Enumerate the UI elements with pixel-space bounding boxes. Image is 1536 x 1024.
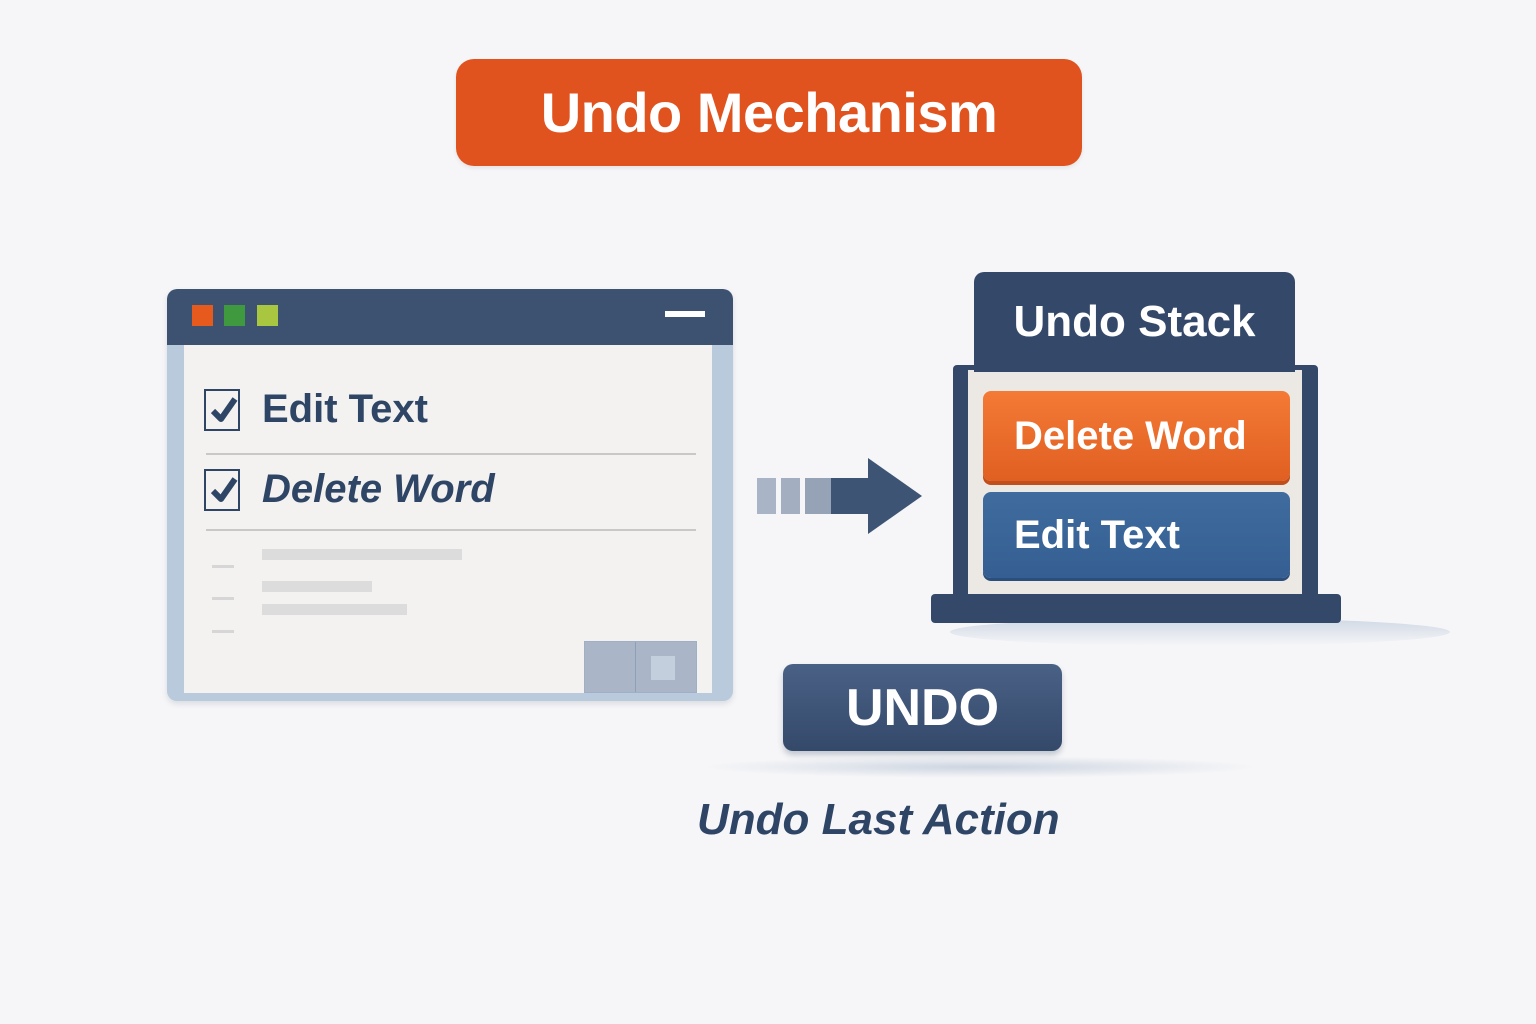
stack-item-label: Edit Text [1014,512,1180,557]
stack-item-delete-word[interactable]: Delete Word [983,391,1290,481]
window-content: Edit Text Delete Word [184,345,712,693]
window-titlebar [167,289,733,345]
undo-button[interactable]: UNDO [783,664,1062,751]
placeholder-bullet [212,565,234,568]
app-window: Edit Text Delete Word [167,289,733,701]
task-label: Edit Text [262,387,428,431]
divider [206,453,696,455]
undo-button-shadow [700,756,1260,778]
stack-header: Undo Stack [974,272,1295,372]
window-minimize-button[interactable] [665,311,705,317]
window-maximize-button[interactable] [224,305,245,326]
page-title: Undo Mechanism [540,81,998,144]
undo-button-label: UNDO [845,678,1000,737]
placeholder-bullet [212,597,234,600]
thumbnail-panel[interactable] [584,641,697,693]
task-item-edit-text[interactable]: Edit Text [204,387,428,432]
stack-base [931,594,1341,623]
window-close-button[interactable] [192,305,213,326]
stack-title: Undo Stack [1013,297,1256,346]
caption: Undo Last Action [697,795,1060,844]
placeholder-bullet [212,630,234,633]
task-item-delete-word[interactable]: Delete Word [204,467,495,512]
stack-item-label: Delete Word [1014,413,1247,458]
thumbnail-divider [635,642,636,692]
title-banner: Undo Mechanism [456,59,1082,166]
thumbnail-square-icon [651,656,675,680]
placeholder-text-line [262,549,462,560]
checkbox-checked-icon[interactable] [204,468,240,511]
divider [206,529,696,531]
placeholder-text-line [262,604,407,615]
stack-item-edit-text[interactable]: Edit Text [983,492,1290,578]
placeholder-text-line [262,581,372,592]
checkbox-checked-icon[interactable] [204,388,240,431]
task-label: Delete Word [262,467,495,511]
window-restore-button[interactable] [257,305,278,326]
arrow-right-icon [755,458,925,539]
